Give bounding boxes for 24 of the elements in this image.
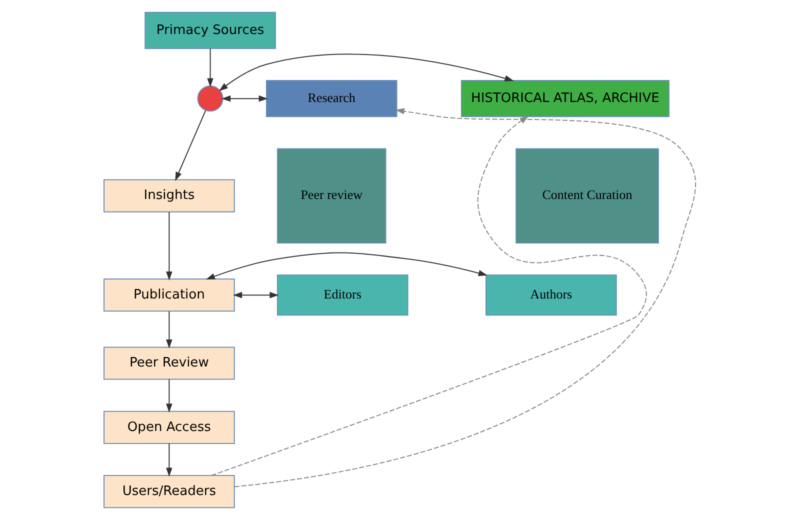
arrow (166, 379, 172, 413)
arrow (222, 95, 268, 102)
arrow (166, 443, 172, 477)
node-box: HISTORICAL ATLAS, ARCHIVE (460, 80, 670, 118)
node-box: Publication (104, 278, 235, 312)
node-box: Users/Readers (104, 475, 235, 508)
arrow (234, 108, 696, 488)
arrow (233, 292, 279, 298)
node-circle (197, 86, 224, 112)
node-box: Authors (486, 274, 617, 316)
node-box: Open Access (104, 410, 235, 444)
node-box: Editors (276, 274, 408, 316)
node-box: Peer review (276, 148, 386, 244)
arrow (166, 311, 172, 349)
arrow (166, 212, 172, 281)
node-box: Primacy Sources (144, 12, 276, 49)
node-box: Insights (104, 179, 235, 212)
arrow (175, 110, 206, 182)
arrow (206, 252, 488, 280)
node-box: Peer Review (104, 346, 235, 380)
arrow (207, 48, 214, 88)
node-box: Research (266, 80, 398, 118)
arrow (218, 54, 514, 92)
node-box: Content Curation (516, 148, 659, 244)
